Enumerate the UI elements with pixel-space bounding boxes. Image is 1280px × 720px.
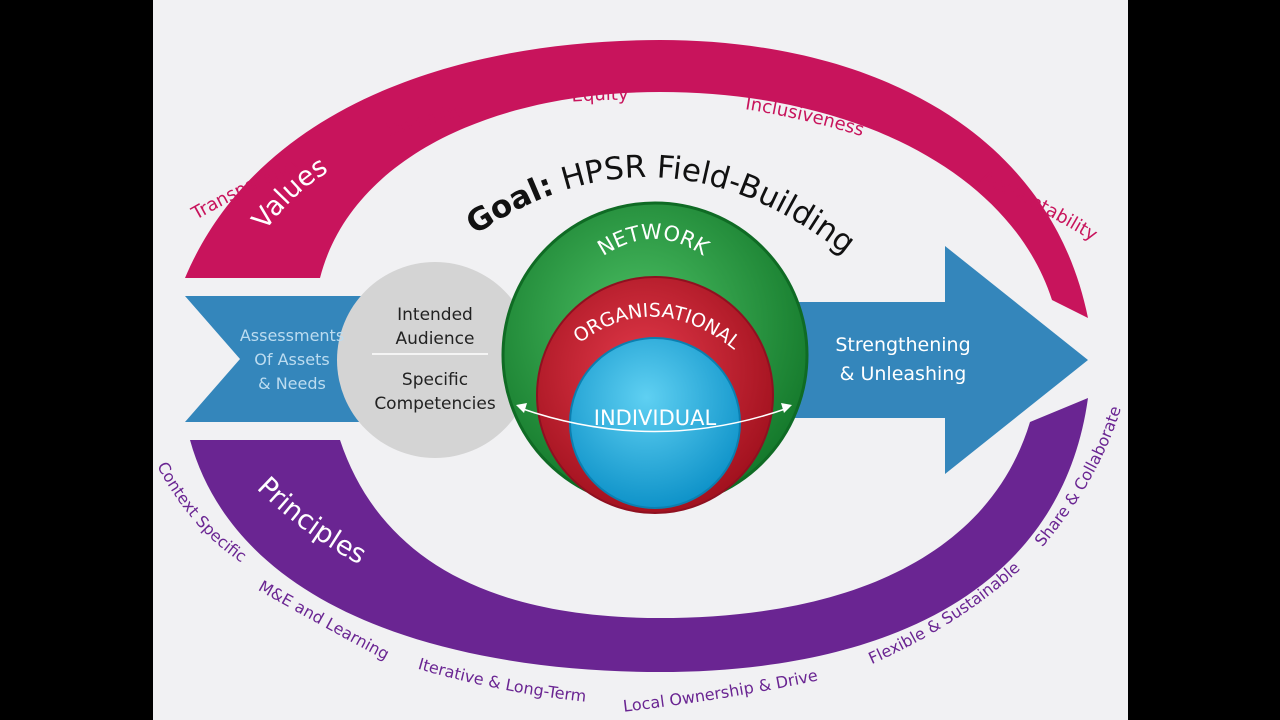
intended-audience-circle [337, 262, 533, 458]
individual-label: INDIVIDUAL [594, 406, 717, 430]
audience-line-3: Specific [402, 370, 468, 390]
individual-circle [569, 337, 741, 509]
main-arrow-head [780, 246, 1088, 474]
double-arrow-right-head [781, 403, 792, 413]
principle-local-ownership: Local Ownership & Drive [622, 666, 819, 716]
value-equity: Equity [571, 84, 629, 107]
arrow-left-line-3: & Needs [258, 374, 326, 393]
audience-line-2: Audience [396, 329, 475, 349]
audience-line-1: Intended [397, 305, 473, 325]
values-arc [185, 40, 1088, 318]
audience-line-4: Competencies [374, 394, 496, 414]
arrow-right-line-2: & Unleashing [840, 363, 967, 385]
main-arrow [185, 296, 375, 422]
arrow-left-line-2: Of Assets [254, 350, 329, 369]
double-arrow-left-head [516, 403, 527, 413]
goal-prefix: Goal: [460, 167, 558, 241]
principles-arc [190, 398, 1088, 672]
double-arrow-curve [519, 407, 789, 433]
arrow-right-line-1: Strengthening [835, 334, 970, 356]
arrow-left-line-1: Assessments [240, 326, 344, 345]
